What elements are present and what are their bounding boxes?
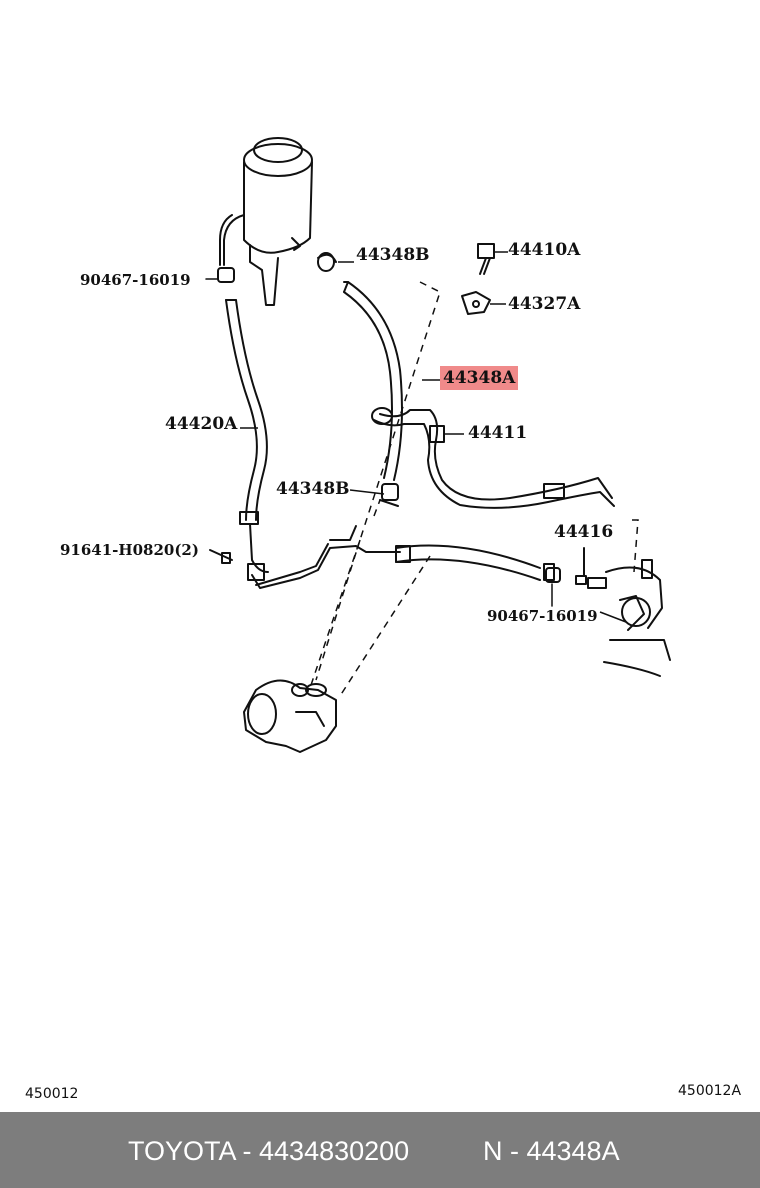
callout-90467-16019-lower[interactable]: 90467-16019 [487,607,598,625]
clamp-90467-lower [545,567,561,607]
callout-44410a[interactable]: 44410A [508,240,581,260]
hose-lower-rack [395,544,555,581]
power-steering-pump [243,679,337,753]
clamp-90467-upper [205,267,235,283]
steering-rack [603,559,671,677]
callout-44348b-lower[interactable]: 44348B [276,479,350,499]
bolt-91641 [209,549,233,564]
callout-44416[interactable]: 44416 [554,522,614,542]
callout-91641-h0820[interactable]: 91641-H0820(2) [60,541,199,559]
hose-44411 [371,407,615,509]
callout-44348a-highlighted[interactable]: 44348A [440,366,519,390]
diagram-code-left: 450012 [25,1086,79,1102]
diagram-code-right: 450012A [678,1083,742,1099]
callout-44327a[interactable]: 44327A [508,294,581,314]
bracket-44327a [461,291,491,315]
callout-44411[interactable]: 44411 [468,423,528,443]
footer-part-number: TOYOTA - 4434830200 [128,1136,410,1166]
parts-diagram [205,137,671,753]
reservoir-tank [219,137,313,306]
fitting-44416 [575,547,607,589]
hose-44420a [225,299,269,573]
part-info-footer: TOYOTA - 4434830200 N - 44348A [0,1112,760,1188]
callout-44348b-upper[interactable]: 44348B [356,245,430,265]
bolt-44410a [477,243,495,275]
callout-90467-16019-upper[interactable]: 90467-16019 [80,271,191,289]
clamp-44348b-upper [317,252,337,272]
hose-44348a [343,281,403,481]
clamp-44348b-lower [379,483,399,507]
footer-reference: N - 44348A [483,1136,620,1166]
callout-44420a[interactable]: 44420A [165,414,238,434]
steel-pipe-lower [247,525,401,589]
